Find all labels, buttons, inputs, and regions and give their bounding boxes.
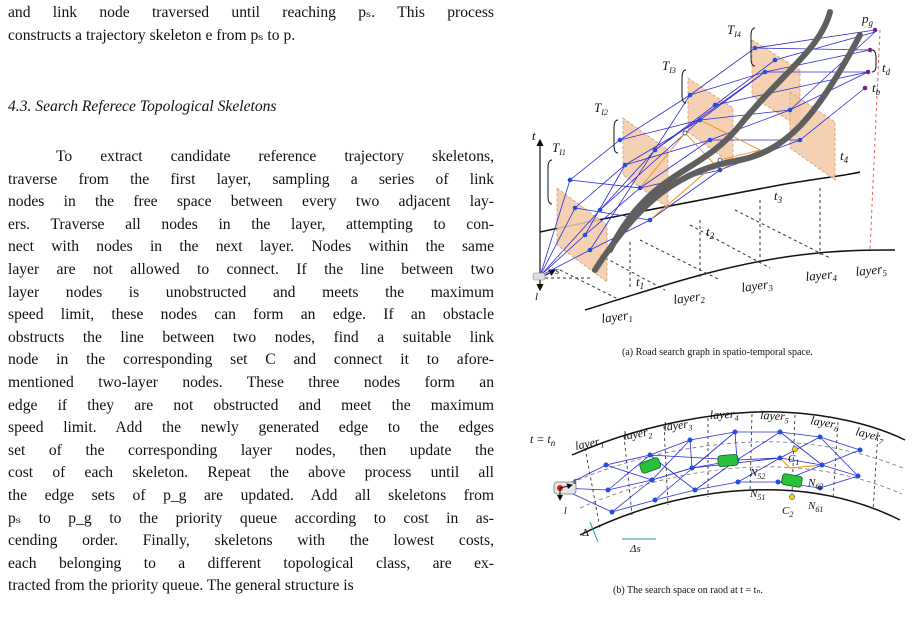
text-line: To extract candidate reference trajector… (56, 148, 494, 165)
layer3-label: layer3 (740, 276, 774, 297)
link-edges-b (779, 457, 823, 469)
text-line: node in the corresponding set C and conn… (8, 351, 494, 369)
TI2-label: TI2 (594, 100, 608, 117)
text-line: traverse from the first layer, sampling … (8, 170, 494, 188)
graph-nodes-b (603, 429, 863, 515)
layer-plane-1 (556, 187, 608, 283)
road-boundary-far (539, 171, 861, 233)
layer-plane-2 (622, 117, 669, 209)
search-edges (539, 29, 876, 277)
tb-label: tb (872, 80, 881, 97)
road-boundary-near (584, 249, 896, 311)
N52-label: N52 (749, 467, 765, 481)
delta-l-label: Δ (582, 527, 589, 539)
text-line: and link node traversed until reaching p… (8, 4, 494, 21)
caption-a: (a) Road search graph in spatio-temporal… (622, 347, 813, 358)
ground-grid (545, 188, 831, 301)
text-line: obstructs the line between two nodes, fi… (8, 328, 494, 346)
N61-label: N61 (807, 500, 823, 514)
text-line: set of the corresponding layer nodes, th… (8, 441, 494, 459)
layer3-b: layer3 (662, 416, 693, 436)
layer2-label: layer2 (672, 288, 706, 309)
C1-label: C1 (788, 453, 799, 467)
s-label-b: s (573, 476, 577, 487)
t-eq-label: t = tn (530, 432, 556, 448)
t3-label: t3 (774, 188, 783, 205)
text-line: layer nodes is unobstructed and meets th… (8, 283, 494, 301)
layer6-b: layer6 (809, 413, 840, 434)
TI3-label: TI3 (662, 58, 676, 75)
obstacle-car-2 (717, 454, 739, 468)
link-nodes-b (789, 446, 798, 500)
layer1-label: layer1 (600, 307, 633, 328)
obstacle-car-1 (639, 457, 662, 474)
text-line: cending order. Finally, skeletons with t… (8, 532, 494, 550)
s-axis-b (559, 483, 573, 490)
text-line: mentioned two-layer nodes. These three n… (8, 373, 494, 391)
graph-nodes (567, 45, 803, 253)
layer-lines-b (584, 413, 879, 529)
interval-brackets (547, 27, 877, 205)
text-line: ers. Traverse all nodes in the layer, at… (8, 215, 494, 233)
l-axis-label: l (535, 291, 538, 303)
t-axis-label: t (532, 128, 536, 143)
paragraph-continued: and link node traversed until reaching p… (8, 2, 494, 47)
layer2-b: layer2 (622, 424, 653, 445)
obstacle-cars (639, 454, 803, 488)
layer1-b: layer1 (574, 433, 605, 455)
t4-label: t4 (840, 148, 849, 165)
TI4-label: TI4 (727, 22, 741, 39)
layer4-label: layer4 (805, 266, 838, 286)
t1-label: t1 (636, 274, 644, 291)
N51-label: N51 (749, 488, 765, 502)
t2-label: t2 (706, 224, 715, 241)
obstacle-car-3 (781, 473, 803, 488)
panel-b-search-space: t = tn layer1 layer2 layer3 layer4 layer… (530, 407, 906, 555)
lane-dash-2 (579, 466, 903, 509)
panel-b-labels: t = tn layer1 layer2 layer3 layer4 layer… (530, 407, 887, 555)
caption-b: (b) The search space on raod at t = tₙ. (613, 585, 763, 596)
text-line: each belonging to a different topologica… (8, 554, 494, 572)
paragraph-main: To extract candidate reference trajector… (8, 146, 494, 598)
text-line: layer are not allowed to connect. If the… (8, 260, 494, 278)
pg-label: pg (861, 11, 874, 28)
text-line: pₛ to p_g to the priority queue accordin… (8, 509, 494, 527)
road-inner-edge (579, 489, 901, 536)
layer7-b: layer7 (854, 424, 887, 447)
section-heading: 4.3. Search Referece Topological Skeleto… (8, 98, 277, 115)
goal-nodes (862, 27, 878, 91)
delta-l-marker (589, 521, 599, 543)
text-line: edge if they are not obstructed and meet… (8, 396, 494, 414)
td-label: td (882, 60, 891, 77)
lane-dash-1 (577, 441, 904, 481)
text-line: cost of each skeleton. Repeat the above … (8, 464, 494, 482)
panel-a-labels: t s l pg td tb TI1 TI2 TI3 TI4 t1 t2 t3 … (532, 11, 891, 328)
text-line: speed limit, these nodes can form an edg… (8, 306, 494, 324)
text-line: nodes in the free space between every tw… (8, 193, 494, 211)
text-line: nect with nodes in the next layer. Nodes… (8, 238, 494, 256)
panel-a-road-search-graph: t s l pg td tb TI1 TI2 TI3 TI4 t1 t2 t3 … (532, 9, 896, 328)
ego-car-a (532, 272, 546, 281)
obstacle-trajectory-1 (607, 9, 833, 253)
layer5-label: layer5 (855, 261, 888, 281)
layer4-b: layer4 (709, 407, 738, 424)
obstacle-trajectory-2 (592, 32, 863, 273)
link-nodes-a (682, 130, 723, 163)
text-line: speed limit. Add the newly generated edg… (8, 419, 494, 437)
layer-plane-5 (789, 91, 836, 181)
text-line: the edge sets of p_g are updated. Add al… (8, 486, 494, 504)
delta-s-label: Δs (629, 543, 641, 555)
text-line: constructs a trajectory skeleton e from … (8, 26, 296, 44)
TI1-label: TI1 (552, 140, 566, 157)
l-label-b: l (564, 506, 567, 517)
C2-label: C2 (782, 505, 793, 519)
text-line: tracted from the priority queue. The gen… (8, 577, 354, 595)
s-axis-label: s (555, 265, 559, 277)
layer5-b: layer5 (760, 408, 789, 425)
N62-label: N62 (807, 477, 823, 491)
road-outer-edge (571, 411, 906, 456)
